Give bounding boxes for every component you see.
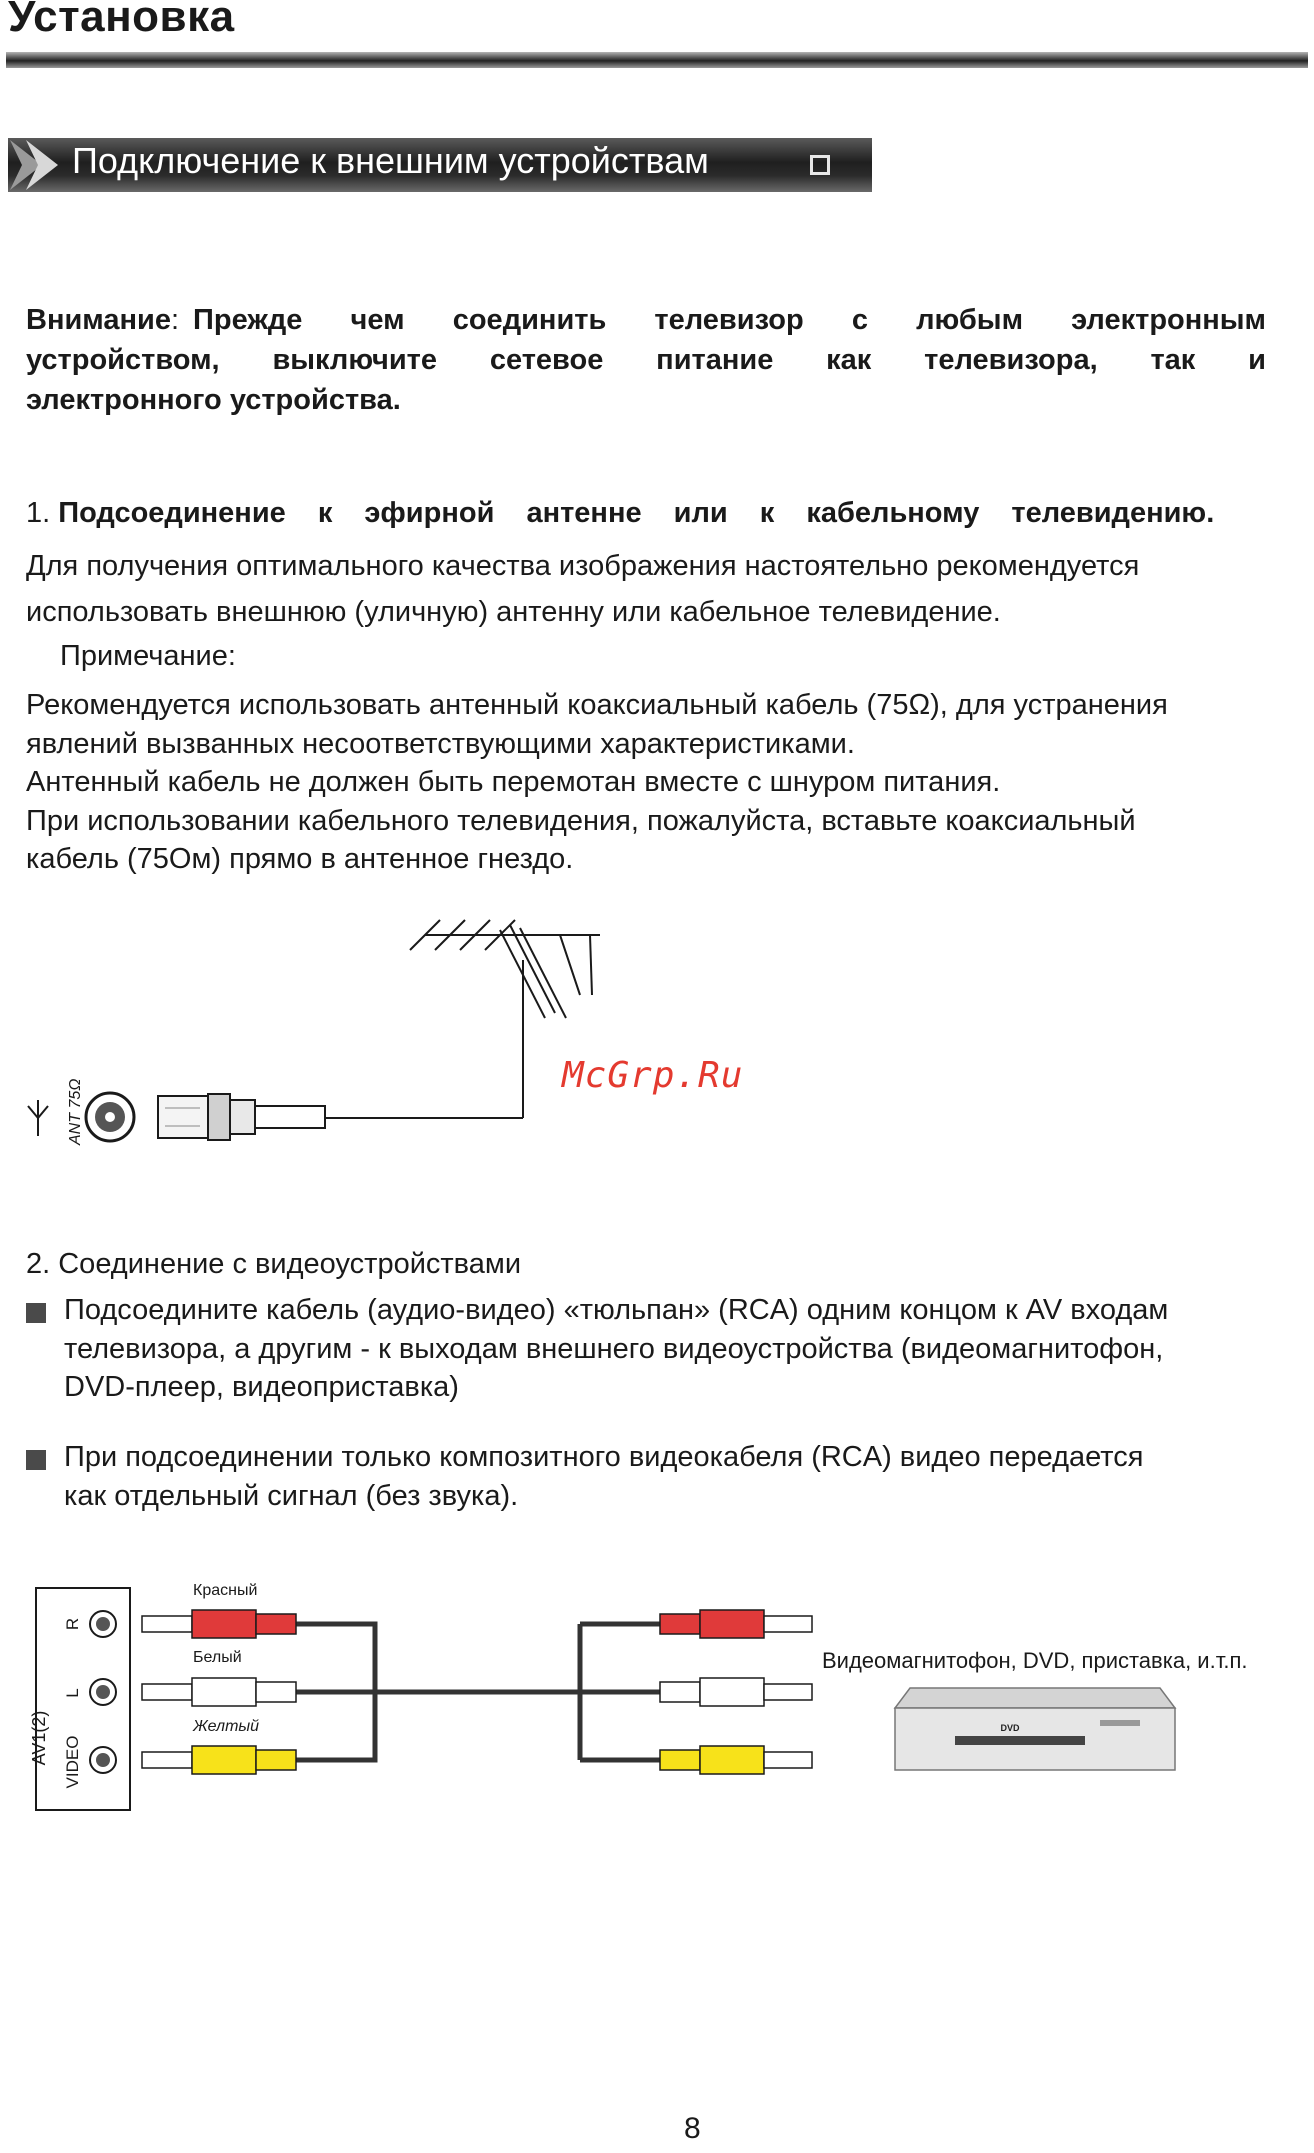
- warning-block: Внимание: Прежде чем соединить телевизор…: [26, 300, 1266, 420]
- warning-line-3: электронного устройства.: [26, 384, 401, 416]
- warning-line1-text: Прежде чем соединить телевизор с любым э…: [193, 304, 1266, 336]
- note-line-4: При использовании кабельного телевидения…: [26, 804, 1136, 837]
- coax-plug-icon: [157, 1093, 326, 1141]
- bullet-1-line-3: DVD-плеер, видеоприставка): [64, 1371, 459, 1403]
- bullet-2-line-2: как отдельный сигнал (без звука).: [64, 1479, 519, 1512]
- device-label: Видеомагнитофон, DVD, приставка, и.т.п.: [822, 1648, 1247, 1673]
- rca-jack-r-icon: [89, 1610, 117, 1638]
- bullet-1: Подсоедините кабель (аудио-видео) «тюльп…: [64, 1291, 1168, 1407]
- jack-r-label: R: [63, 1618, 82, 1630]
- bullet-icon: [26, 1303, 46, 1323]
- note-label: Примечание:: [60, 640, 236, 672]
- bullet-2: При подсоединении только композитного ви…: [64, 1438, 1143, 1515]
- dvd-player-icon: DVD: [893, 1687, 1177, 1771]
- step1-intro-line-2: использовать внешнюю (уличную) антенну и…: [26, 596, 1001, 628]
- section-title: Подключение к внешним устройствам: [72, 140, 709, 181]
- step1-heading: 1. Подсоединение к эфирной антенне или к…: [26, 493, 1314, 533]
- warning-label: Внимание: [26, 304, 171, 336]
- rca-jack-l-icon: [89, 1678, 117, 1706]
- jack-video-label: VIDEO: [63, 1736, 82, 1789]
- rca-plug-red-right-icon: [659, 1609, 813, 1639]
- av-panel-label: AV1(2): [29, 1711, 49, 1766]
- step1-heading-text: Подсоединение к эфирной антенне или к ка…: [58, 497, 1215, 529]
- av-cable: [295, 1621, 660, 1763]
- note-line-1: Рекомендуется использовать антенный коак…: [26, 689, 1168, 721]
- step1-intro: Для получения оптимального качества изоб…: [26, 543, 1139, 635]
- page-title: Установка: [8, 0, 235, 41]
- bullet-2-line-1: При подсоединении только композитного ви…: [64, 1441, 1144, 1473]
- antenna-icon: [325, 919, 600, 1119]
- label-yellow: Желтый: [192, 1718, 259, 1735]
- warning-line-1: Внимание: Прежде чем соединить телевизор…: [26, 300, 1266, 340]
- title-rule: [6, 52, 1308, 68]
- antenna-jack-icon: [27, 1091, 136, 1143]
- page-number: 8: [684, 2112, 701, 2145]
- step1-number: 1.: [26, 497, 51, 529]
- step1-intro-line-1: Для получения оптимального качества изоб…: [26, 550, 1140, 582]
- banner-arrow-icon: [10, 140, 58, 190]
- watermark: McGrp.Ru: [560, 1055, 743, 1096]
- note-line-2: явлений вызванных несоответствующими хар…: [26, 727, 855, 760]
- rca-plug-yellow-left-icon: [141, 1745, 297, 1775]
- label-white: Белый: [193, 1649, 242, 1666]
- rca-plug-yellow-right-icon: [659, 1745, 813, 1775]
- rca-plug-white-right-icon: [659, 1677, 813, 1707]
- square-icon: [810, 155, 830, 175]
- warning-line-2: устройством, выключите сетевое питание к…: [26, 344, 1266, 376]
- bullet-1-line-2: телевизора, а другим - к выходам внешнег…: [64, 1332, 1164, 1365]
- dvd-logo: DVD: [1000, 1723, 1020, 1733]
- note-block: Рекомендуется использовать антенный коак…: [26, 686, 1168, 879]
- label-red: Красный: [193, 1582, 257, 1599]
- rca-plug-white-left-icon: [141, 1677, 297, 1707]
- antenna-diagram: ANT 75Ω McGrp.Ru: [27, 919, 743, 1146]
- rca-plug-red-left-icon: [141, 1609, 297, 1639]
- section-banner: [8, 138, 872, 192]
- bullet-1-line-1: Подсоедините кабель (аудио-видео) «тюльп…: [64, 1294, 1169, 1326]
- note-line-5: кабель (75Ом) прямо в антенное гнездо.: [26, 843, 574, 875]
- av-diagram: AV1(2) R L VIDEO Красный Белый Желтый: [29, 1582, 1247, 1811]
- jack-l-label: L: [63, 1688, 82, 1697]
- rca-jack-video-icon: [89, 1746, 117, 1774]
- ant-jack-label: ANT 75Ω: [67, 1079, 84, 1146]
- note-line-3: Антенный кабель не должен быть перемотан…: [26, 766, 1001, 798]
- bullet-icon: [26, 1450, 46, 1470]
- step2-heading: 2. Соединение с видеоустройствами: [26, 1248, 522, 1280]
